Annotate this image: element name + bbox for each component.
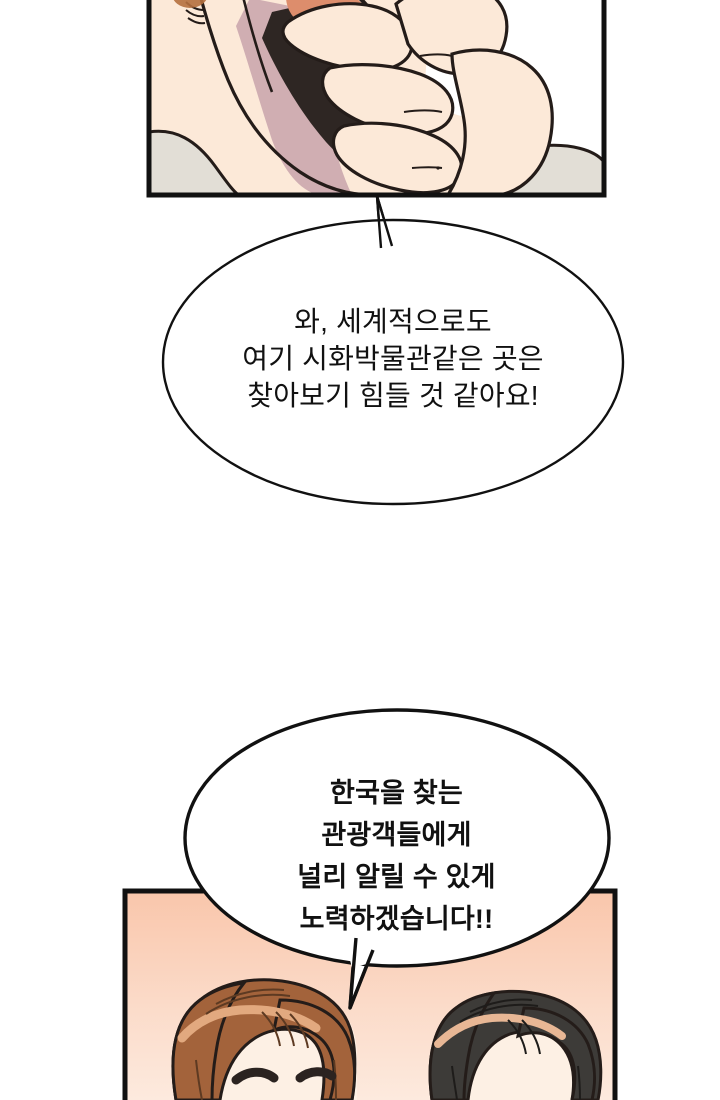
speech-bubble-lower [183,708,611,1010]
speech-bubble-upper [161,194,625,506]
character-brown-hair [171,978,357,1100]
panel-top-artwork [146,0,607,198]
character-dark-hair [428,989,603,1100]
panel-bottom-artwork [122,888,618,1100]
